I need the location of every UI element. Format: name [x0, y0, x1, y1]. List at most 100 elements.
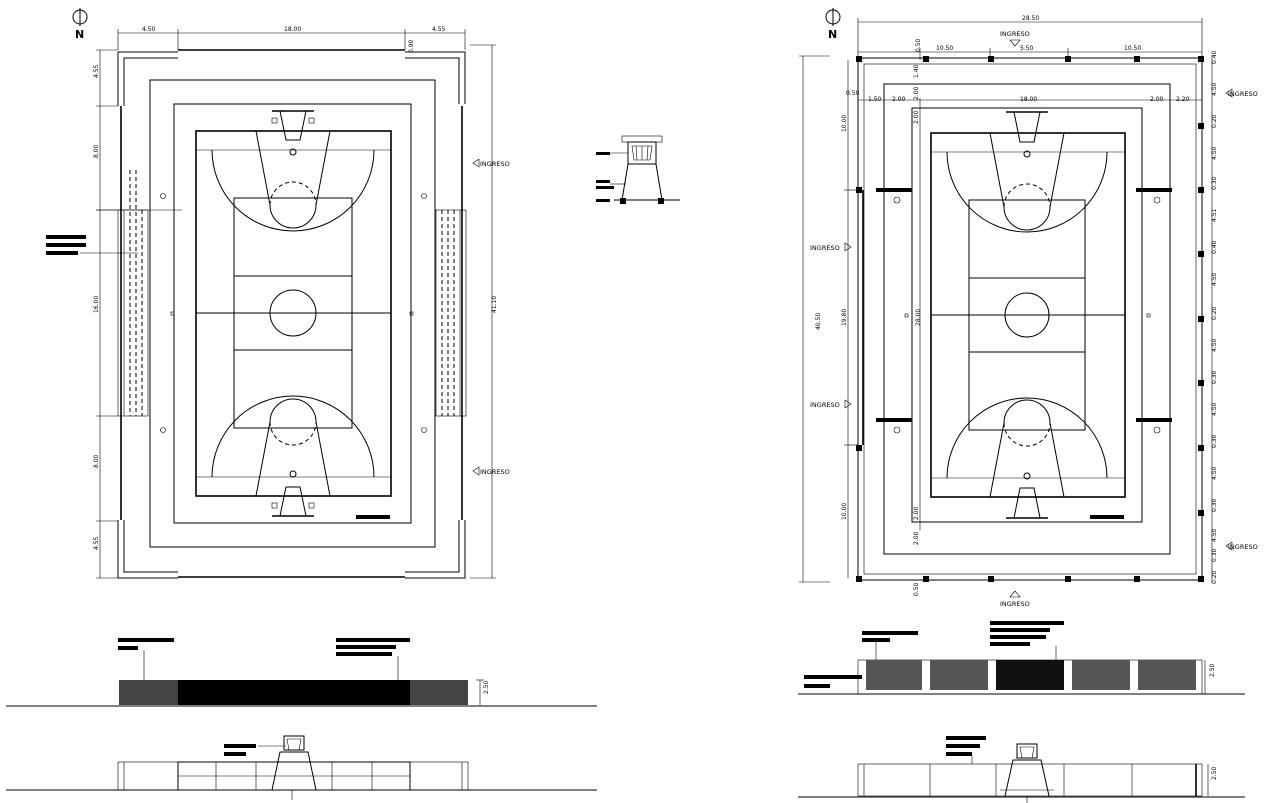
dim-text: 8.00	[93, 144, 100, 158]
plan-left-top-dimensions: 4.50 18.00 4.55 0.90	[117, 26, 466, 53]
plan-right-entrance-west-1: INGRESO	[810, 242, 852, 252]
dim-text: 28.50	[1022, 15, 1039, 22]
dim-text: 5.50	[1020, 45, 1034, 52]
entrance-label: INGRESO	[1228, 90, 1258, 98]
dim-text: 41.10	[491, 296, 498, 313]
dim-text: 4.50	[1211, 466, 1218, 480]
dim-text: 16.00	[93, 296, 100, 313]
scale-bar	[356, 515, 390, 519]
elevation-left-top: 2.50	[6, 638, 597, 707]
dim-text: 0.50	[846, 90, 860, 97]
dim-text: 19.80	[841, 309, 848, 326]
dim-text: 0.30	[1211, 176, 1218, 190]
entrance-label: INGRESO	[1000, 600, 1030, 608]
plan-right-inner-dimensions: 0.50 1.50 2.00 18.00 2.00 2.20 1.40 2.00…	[846, 64, 1202, 124]
dim-text: 8.00	[93, 454, 100, 468]
dim-text: 10.50	[936, 45, 953, 52]
dim-text: 4.50	[142, 26, 156, 33]
plan-right-fence-posts	[856, 56, 1204, 582]
dim-text: 4.50	[1211, 338, 1218, 352]
dim-text: 4.55	[93, 536, 100, 550]
dim-text: 0.30	[1211, 370, 1218, 384]
dim-text: 0.90	[408, 39, 415, 53]
dim-text: 4.55	[432, 26, 446, 33]
plan-right-entrance-west-2: INGRESO	[810, 399, 852, 409]
north-label: N	[75, 28, 84, 41]
dim-text: 0.30	[1211, 434, 1218, 448]
north-arrow-right: N	[825, 8, 841, 41]
dim-text: 10.00	[841, 503, 848, 520]
north-label: N	[828, 28, 837, 41]
plan-right-left-dimensions: 40.50 10.00 19.80 10.00 28.00	[799, 55, 922, 583]
plan-right-right-dimensions: 0.40 4.50 0.20 4.50 0.30 4.51 0.40 4.50 …	[1211, 50, 1218, 584]
dim-text: 2.20	[1176, 96, 1190, 103]
plan-right-fence-inner	[863, 63, 1197, 575]
plan-right-side-benches	[862, 188, 1172, 445]
dim-text: 0.30	[1211, 498, 1218, 512]
entrance-label: INGRESO	[480, 160, 510, 168]
dim-text: 2.50	[483, 680, 490, 694]
dim-text: 4.51	[1211, 208, 1218, 222]
scale-bar	[1090, 515, 1124, 519]
dim-text: 2.50	[1209, 663, 1216, 677]
plan-right-top-dimensions: 28.50 INGRESO 0.50 10.50 5.50 10.50	[857, 15, 1203, 60]
plan-left-hoop-north	[271, 110, 315, 141]
plan-left-bleachers-east	[435, 209, 467, 417]
dim-text: 4.50	[1211, 146, 1218, 160]
dim-text: 10.00	[841, 115, 848, 132]
elevation-left-bottom	[6, 735, 597, 800]
plan-left: 4.50 18.00 4.55 0.90 4.55 8.00 16.00 8.0…	[46, 26, 510, 579]
plan-right-court-markings	[931, 132, 1125, 498]
dim-text: 0.20	[1211, 114, 1218, 128]
dim-text: 2.00	[913, 531, 920, 545]
elevation-right-top: 2.50	[798, 621, 1245, 695]
plan-right-fence-outer	[857, 57, 1203, 581]
dim-text: 2.00	[1150, 96, 1164, 103]
dim-text: 0.40	[1211, 50, 1218, 64]
plan-left-entrance-south: INGRESO	[472, 466, 510, 476]
dim-text: 2.00	[913, 110, 920, 124]
dim-text: 0.20	[1211, 306, 1218, 320]
entrance-label: INGRESO	[810, 244, 840, 252]
plan-right-pavement-border	[883, 83, 1171, 555]
plan-right-entrance-east-1: INGRESO	[1225, 88, 1258, 98]
dim-text: 4.50	[1211, 272, 1218, 286]
plan-right-court-margin	[911, 107, 1143, 523]
dim-text: 40.50	[815, 313, 822, 330]
dim-text: 10.50	[1124, 45, 1141, 52]
plan-right: 28.50 INGRESO 0.50 10.50 5.50 10.50 40.5…	[799, 15, 1258, 608]
dim-text: 4.55	[93, 64, 100, 78]
plan-left-legend-note	[46, 209, 182, 255]
dim-text: 0.50	[915, 38, 922, 52]
dim-text: 2.00	[892, 96, 906, 103]
dim-text: 18.00	[284, 26, 301, 33]
plan-left-court-markings	[196, 130, 391, 497]
dim-text: 0.20	[1211, 570, 1218, 584]
dim-text: 4.50	[1211, 402, 1218, 416]
entrance-label: INGRESO	[1228, 543, 1258, 551]
dim-text: 2.00	[913, 86, 920, 100]
hoop-detail	[596, 135, 680, 204]
plan-left-bleachers-west	[117, 170, 149, 417]
entrance-label: INGRESO	[480, 468, 510, 476]
dim-text: 0.30	[1211, 548, 1218, 562]
dim-text: 1.50	[868, 96, 882, 103]
dim-text: 18.00	[1020, 96, 1037, 103]
plan-right-entrance-east-2: INGRESO	[1225, 541, 1258, 551]
dim-text: 1.40	[913, 64, 920, 78]
elevation-right-bottom: 2.50	[798, 736, 1245, 803]
plan-left-outer-wall	[117, 49, 466, 579]
plan-right-entrance-south: INGRESO	[1000, 590, 1030, 608]
plan-left-entrance-north: INGRESO	[472, 158, 510, 168]
north-arrow-left: N	[72, 8, 88, 41]
dim-text: 28.00	[915, 309, 922, 326]
plan-right-bottom-dimensions: 2.00 2.00 0.50	[913, 506, 920, 596]
dim-text: 2.50	[1211, 766, 1218, 780]
dim-text: 4.50	[1211, 82, 1218, 96]
dim-text: 0.40	[1211, 240, 1218, 254]
plan-left-left-dimensions: 4.55 8.00 16.00 8.00 4.55	[93, 49, 118, 579]
entrance-label: INGRESO	[810, 401, 840, 409]
dim-text: 2.00	[913, 506, 920, 520]
plan-left-light-poles	[160, 193, 427, 433]
